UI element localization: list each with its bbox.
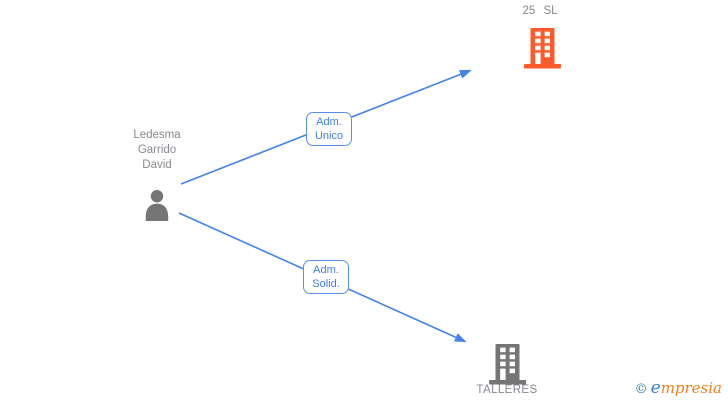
person-icon[interactable] — [141, 189, 173, 221]
relation-label-line: Solid. — [312, 278, 340, 290]
empresia-watermark: ©empresia — [635, 378, 722, 398]
watermark-brand-text: mpresia — [660, 379, 722, 397]
relation-label-adm-unico: Adm. Unico — [306, 112, 352, 146]
relation-label-line: Unico — [314, 130, 344, 142]
person-name-line: Ledesma — [133, 129, 181, 141]
relation-label-adm-solid: Adm. Solid. — [303, 260, 349, 294]
building-icon-company-top[interactable] — [524, 28, 561, 69]
relation-label-line: Adm. — [313, 264, 339, 276]
person-node-label[interactable]: Ledesma Garrido David — [107, 128, 207, 173]
company-top-label[interactable]: ELECTROAUTOMOCION 25 SL — [430, 0, 650, 18]
person-name-line: David — [142, 159, 172, 171]
person-name-line: Garrido — [137, 144, 177, 156]
company-top-name-line: 25 SL — [522, 5, 558, 17]
company-top-name-line: ELECTROAUTOMOCION — [430, 0, 650, 4]
company-bottom-label[interactable]: TALLERES — [476, 384, 538, 396]
building-icon-company-bottom[interactable] — [489, 344, 526, 385]
watermark-brand-initial: e — [650, 378, 661, 398]
copyright-icon: © — [634, 382, 648, 397]
relation-label-line: Adm. — [316, 116, 342, 128]
